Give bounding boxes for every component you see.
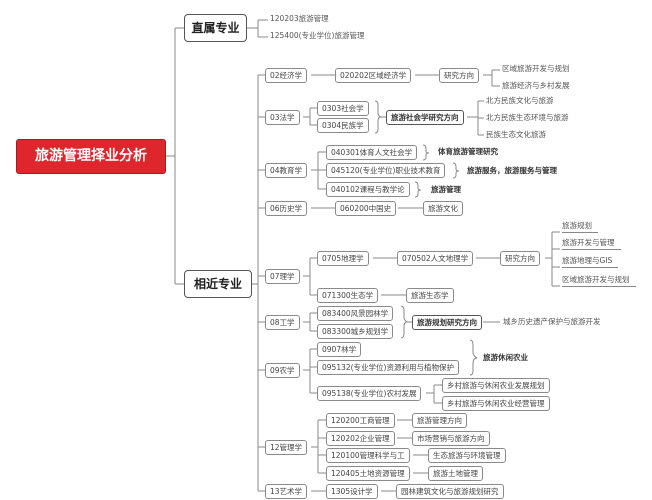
mgmt-leaf: 旅游土地管理 <box>428 466 483 481</box>
mgmt-leaf: 旅游管理方向 <box>412 413 467 428</box>
eng-node: 08工学 <box>265 315 300 330</box>
mgmt-leaf: 生态旅游与环境管理 <box>428 448 506 463</box>
econ-leaf: 旅游经济与乡村发展 <box>502 81 570 90</box>
agr-leaf: 乡村旅游与休闲农业发展规划 <box>442 378 550 393</box>
direct-item: 120203旅游管理 <box>270 14 329 23</box>
hist-node: 06历史学 <box>265 201 308 216</box>
econ-dir: 研究方向 <box>439 68 479 83</box>
sci-leaf: 旅游开发与管理 <box>562 237 621 250</box>
edu-sub: 045120(专业学位)职业技术教育 <box>326 163 446 178</box>
art-sub: 1305设计学 <box>326 484 378 499</box>
sci-dir: 研究方向 <box>500 251 540 266</box>
mgmt-sub: 120100管理科学与工 <box>326 448 410 463</box>
mgmt-node: 12管理学 <box>265 440 308 455</box>
mgmt-sub: 120200工商管理 <box>326 413 395 428</box>
law-leaf: 北方民族生态环境与旅游 <box>486 113 569 122</box>
edu-sub: 040301体育人文社会学 <box>326 145 418 160</box>
mgmt-leaf: 市场营销与旅游方向 <box>412 431 490 446</box>
agr-node: 09农学 <box>265 363 300 378</box>
sci-leaf: 旅游地理与GIS <box>562 255 619 268</box>
edu-note: 旅游管理 <box>431 185 461 194</box>
sci-sub: 071300生态学 <box>317 288 379 303</box>
law-leaf: 北方民族文化与旅游 <box>486 96 554 105</box>
law-sub: 0304民族学 <box>317 118 369 133</box>
mgmt-sub: 120202企业管理 <box>326 431 395 446</box>
eng-dir: 旅游规划研究方向 <box>412 315 482 330</box>
law-sub: 0303社会学 <box>317 101 369 116</box>
sci-sub: 0705地理学 <box>317 251 369 266</box>
sci-sub: 070502人文地理学 <box>397 251 474 266</box>
root-node: 旅游管理择业分析 <box>16 139 166 174</box>
agr-sub: 0907林学 <box>317 342 362 357</box>
econ-sub: 020202区域经济学 <box>335 68 412 83</box>
agr-sub: 095132(专业学位)资源利用与植物保护 <box>317 360 459 375</box>
related-major-node: 相近专业 <box>184 270 252 298</box>
agr-note: 旅游休闲农业 <box>483 353 528 362</box>
law-node: 03法学 <box>265 110 300 125</box>
eng-sub: 083300城乡规划学 <box>317 324 394 339</box>
direct-item: 125400(专业学位)旅游管理 <box>270 31 365 40</box>
edu-node: 04教育学 <box>265 163 308 178</box>
econ-node: 02经济学 <box>265 68 308 83</box>
econ-leaf: 区域旅游开发与规划 <box>502 64 570 73</box>
agr-sub: 095138(专业学位)农村发展 <box>317 386 422 401</box>
hist-sub: 060200中国史 <box>335 201 397 216</box>
sci-node: 07理学 <box>265 269 300 284</box>
sci-leaf: 旅游规划 <box>562 220 598 233</box>
law-dir: 旅游社会学研究方向 <box>386 110 464 125</box>
eng-sub: 083400风景园林学 <box>317 306 394 321</box>
law-leaf: 民族生态文化旅游 <box>486 130 546 139</box>
art-leaf: 园林建筑文化与旅游规划研究 <box>396 484 504 499</box>
edu-note: 体育旅游管理研究 <box>438 147 498 156</box>
agr-leaf: 乡村旅游与休闲农业经营管理 <box>442 396 550 411</box>
sci-leaf: 区域旅游开发与规划 <box>562 274 636 287</box>
sci-leaf: 旅游生态学 <box>406 288 454 303</box>
edu-sub: 040102课程与教学论 <box>326 182 410 197</box>
art-node: 13艺术学 <box>265 484 308 499</box>
mgmt-sub: 120405土地资源管理 <box>326 466 410 481</box>
edu-note: 旅游服务，旅游服务与管理 <box>467 166 557 175</box>
direct-major-node: 直属专业 <box>184 14 247 42</box>
hist-leaf: 旅游文化 <box>423 201 463 216</box>
eng-leaf: 城乡历史遗产保护与旅游开发 <box>503 317 601 326</box>
